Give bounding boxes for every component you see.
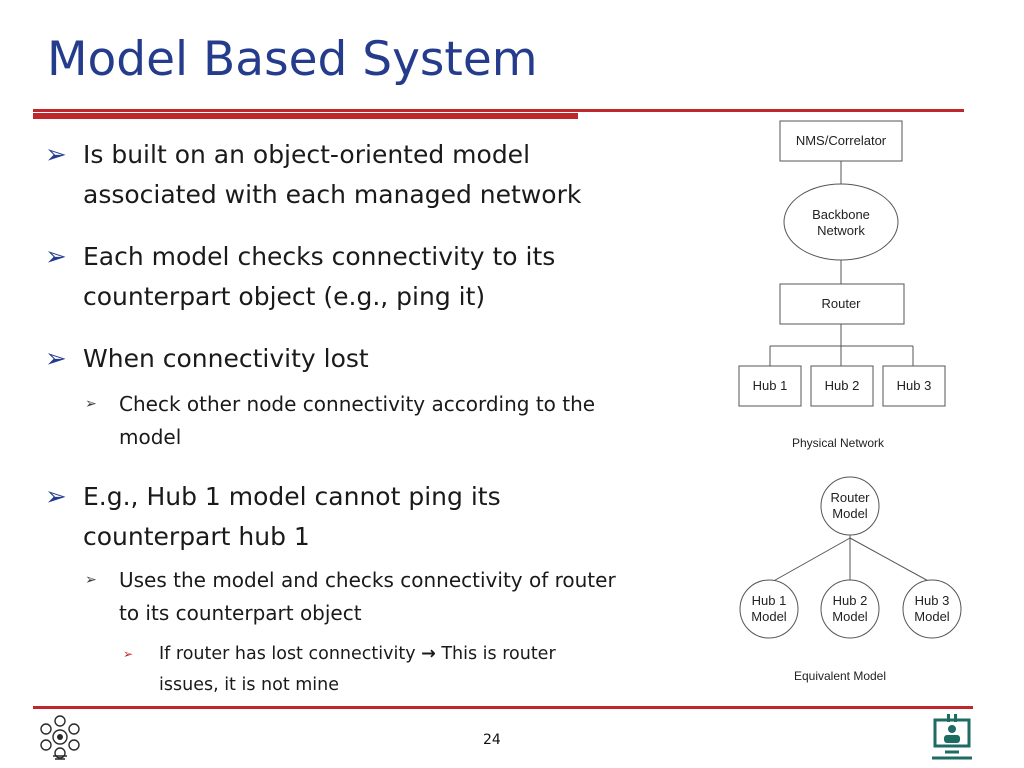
bullet-4: E.g., Hub 1 model cannot ping its counte… — [83, 477, 501, 557]
hub2-model-label-2: Model — [832, 609, 868, 624]
title-underline-thick — [33, 113, 578, 119]
sub-sub-bullet-line-2: issues, it is not mine — [159, 675, 340, 695]
sub-bullet-3-1-line-1: Check other node connectivity according … — [119, 392, 596, 416]
bullet-3: When connectivity lost — [83, 339, 369, 379]
hub3-label: Hub 3 — [897, 378, 932, 393]
backbone-label-2: Network — [817, 223, 865, 238]
bullet-4-line-1: E.g., Hub 1 model cannot ping its — [83, 482, 501, 511]
bullet-1-line-1: Is built on an object-oriented model — [83, 140, 531, 169]
router-model-label-1: Router — [830, 490, 870, 505]
backbone-label-1: Backbone — [812, 207, 870, 222]
arrow-bullet-icon: ➢ — [45, 344, 67, 374]
arrow-bullet-icon: ➢ — [45, 242, 67, 272]
network-diagram: NMS/Correlator Backbone Network Router H… — [738, 120, 962, 683]
router-to-hub3-model-line — [849, 537, 933, 584]
hub3-model-label-2: Model — [914, 609, 950, 624]
router-model-label-2: Model — [832, 506, 868, 521]
bullet-2: Each model checks connectivity to its co… — [83, 237, 555, 317]
hub1-label: Hub 1 — [753, 378, 788, 393]
hub2-model-circle — [820, 579, 880, 639]
title-underline-thin — [33, 109, 964, 112]
nms-correlator-box — [779, 120, 903, 162]
hub1-box — [738, 365, 802, 407]
sub-bullet-3-1: Check other node connectivity according … — [119, 388, 595, 454]
sub-bullet-4-1: Uses the model and checks connectivity o… — [119, 564, 616, 630]
arrow-bullet-icon: ➢ — [45, 482, 67, 512]
hub3-model-label-1: Hub 3 — [915, 593, 950, 608]
nms-label: NMS/Correlator — [796, 133, 887, 148]
right-arrow-icon: → — [421, 644, 436, 664]
equivalent-model-caption: Equivalent Model — [794, 669, 886, 683]
hub3-model-circle — [902, 579, 962, 639]
physical-network-caption: Physical Network — [792, 436, 885, 450]
hub1-model-label-2: Model — [751, 609, 787, 624]
bullet-list: ➢ Is built on an object-oriented model a… — [45, 135, 616, 701]
bullet-4-line-2: counterpart hub 1 — [83, 522, 310, 551]
footer-rule — [33, 706, 973, 709]
arrow-bullet-icon: ➢ — [45, 140, 67, 170]
sub-sub-arrow-bullet-icon: ➢ — [123, 647, 134, 661]
router-to-hub1-model-line — [769, 537, 851, 584]
router-label: Router — [821, 296, 861, 311]
sub-sub-bullet-line-1: If router has lost connectivity → This i… — [159, 639, 556, 670]
sub-bullet-3-1-line-2: model — [119, 425, 182, 449]
sub-bullet-4-1-line-2: to its counterpart object — [119, 601, 362, 625]
computer-engineering-logo — [932, 714, 972, 760]
sub-sub-bullet-text-b: This is router — [435, 644, 556, 664]
slide-title: Model Based System — [47, 32, 538, 87]
page-number: 24 — [483, 732, 501, 748]
hub3-box — [882, 365, 946, 407]
sub-arrow-bullet-icon: ➢ — [85, 572, 97, 588]
bullet-2-line-1: Each model checks connectivity to its — [83, 242, 556, 271]
hub1-model-circle — [739, 579, 799, 639]
bullet-1-line-2: associated with each managed network — [83, 180, 582, 209]
sub-bullet-4-1-line-1: Uses the model and checks connectivity o… — [119, 568, 616, 592]
backbone-network-ellipse — [783, 183, 899, 261]
sub-sub-bullet-text-a: If router has lost connectivity — [159, 644, 422, 664]
sub-sub-bullet: If router has lost connectivity → This i… — [159, 639, 556, 701]
router-box — [779, 283, 905, 325]
bullet-2-line-2: counterpart object (e.g., ping it) — [83, 282, 486, 311]
sub-arrow-bullet-icon: ➢ — [85, 396, 97, 412]
hub2-box — [810, 365, 874, 407]
university-seal-logo — [40, 715, 80, 760]
hub1-model-label-1: Hub 1 — [752, 593, 787, 608]
bullet-3-line-1: When connectivity lost — [83, 344, 369, 373]
bullet-1: Is built on an object-oriented model ass… — [83, 135, 581, 215]
hub2-model-label-1: Hub 2 — [833, 593, 868, 608]
hub2-label: Hub 2 — [825, 378, 860, 393]
